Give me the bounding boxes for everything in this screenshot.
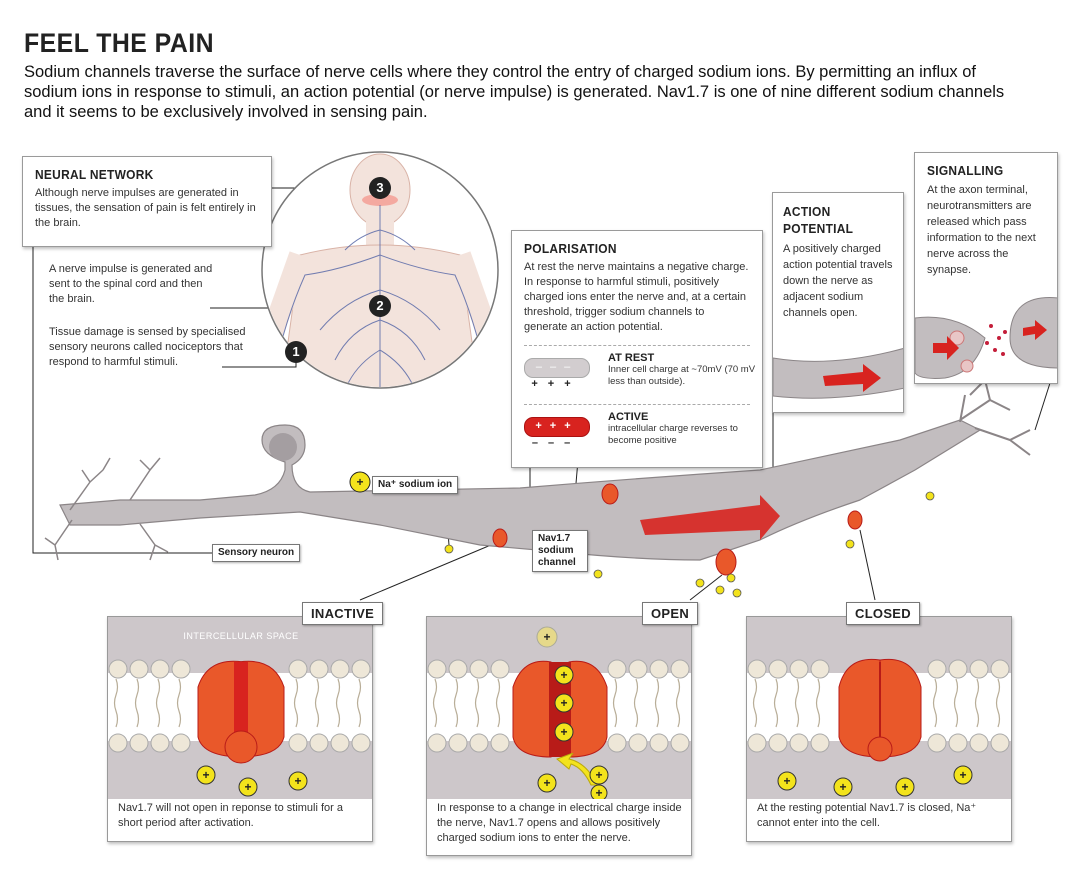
inactive-ions: + + + <box>196 765 308 797</box>
svg-text:+: + <box>244 780 251 794</box>
closed-channel <box>838 658 922 762</box>
nav-channel-label: Nav1.7 sodium channel <box>532 530 588 572</box>
tissue-note: Tissue damage is sensed by specialised s… <box>49 326 246 368</box>
svg-text:+: + <box>294 774 301 788</box>
svg-text:+: + <box>839 780 846 794</box>
svg-text:+: + <box>560 696 567 710</box>
action-potential-box: ACTION POTENTIAL A positively charged ac… <box>772 192 904 413</box>
legend-active: +++ ––– ACTIVE intracellular charge reve… <box>524 411 750 455</box>
neural-network-box: NEURAL NETWORK Although nerve impulses a… <box>22 156 272 247</box>
intro-text: Sodium channels traverse the surface of … <box>24 63 1005 121</box>
at-rest-swatch: ––– <box>524 358 590 378</box>
signalling-text: At the axon terminal, neurotransmitters … <box>927 184 1036 276</box>
svg-text:+: + <box>356 475 363 489</box>
signalling-box: SIGNALLING At the axon terminal, neurotr… <box>914 152 1058 384</box>
active-text: intracellular charge reverses to become … <box>608 423 738 446</box>
active-outside-charge: ––– <box>531 437 581 449</box>
closed-tag: CLOSED <box>846 602 920 625</box>
marker-2: 2 <box>369 295 391 317</box>
neural-network-text: Although nerve impulses are generated in… <box>35 187 256 229</box>
open-membrane: + + + + <box>427 626 690 758</box>
action-potential-illustration <box>773 348 903 399</box>
neuron-shape <box>44 359 1031 561</box>
inactive-caption: Nav1.7 will not open in reponse to stimu… <box>118 802 344 829</box>
intercellular-space-label: INTERCELLULAR SPACE <box>183 631 299 641</box>
svg-text:+: + <box>595 786 602 799</box>
sodium-ion-label: Na⁺ sodium ion <box>372 476 459 494</box>
svg-text:+: + <box>783 774 790 788</box>
at-rest-text: Inner cell charge at ~70mV (70 mV less t… <box>608 364 756 387</box>
svg-text:+: + <box>595 768 602 782</box>
open-tag: OPEN <box>642 602 699 625</box>
svg-text:+: + <box>959 768 966 782</box>
at-rest-outside-charge: +++ <box>531 378 581 390</box>
signalling-heading: SIGNALLING <box>927 163 1004 178</box>
closed-membrane <box>747 658 1010 762</box>
open-panel: + + + + + + + In response to a change in elec… <box>426 616 692 856</box>
page-title: FEEL THE PAIN <box>24 28 215 58</box>
inactive-channel <box>197 660 285 764</box>
active-swatch: +++ <box>524 417 590 437</box>
polarisation-text: At rest the nerve maintains a negative c… <box>524 261 749 333</box>
at-rest-label: AT REST <box>608 352 655 364</box>
svg-text:+: + <box>560 725 567 739</box>
inactive-tag: INACTIVE <box>302 602 384 625</box>
inactive-membrane <box>108 659 371 764</box>
closed-panel: + + + + At the resting potential Nav1.7 is … <box>746 616 1012 842</box>
svg-text:+: + <box>543 630 550 644</box>
closed-ions: + + + + <box>777 765 973 797</box>
sensory-neuron-label: Sensory neuron <box>212 544 301 562</box>
impulse-note: A nerve impulse is generated and sent to… <box>49 263 213 305</box>
open-caption: In response to a change in electrical ch… <box>437 802 682 844</box>
svg-text:+: + <box>543 776 550 790</box>
polarisation-box: POLARISATION At rest the nerve maintains… <box>511 230 763 468</box>
marker-1: 1 <box>285 341 307 363</box>
action-potential-text: A positively charged action potential tr… <box>783 243 893 319</box>
marker-3: 3 <box>369 177 391 199</box>
legend-at-rest: ––– +++ AT REST Inner cell charge at ~70… <box>524 352 755 400</box>
action-potential-heading: ACTION POTENTIAL <box>783 204 854 236</box>
neuron-sodium-ions <box>349 471 935 598</box>
synapse-illustration <box>915 297 1057 379</box>
neural-network-heading: NEURAL NETWORK <box>35 167 154 182</box>
svg-text:+: + <box>560 668 567 682</box>
inactive-panel: INTERCELLULAR SPACE + + + Nav1.7 will not … <box>107 616 373 842</box>
polarisation-heading: POLARISATION <box>524 241 617 256</box>
open-ions: + + + <box>537 753 609 799</box>
neuron-sodium-channels <box>492 483 863 576</box>
closed-caption: At the resting potential Nav1.7 is close… <box>757 802 977 829</box>
svg-text:+: + <box>901 780 908 794</box>
active-label: ACTIVE <box>608 411 649 423</box>
svg-text:+: + <box>202 768 209 782</box>
